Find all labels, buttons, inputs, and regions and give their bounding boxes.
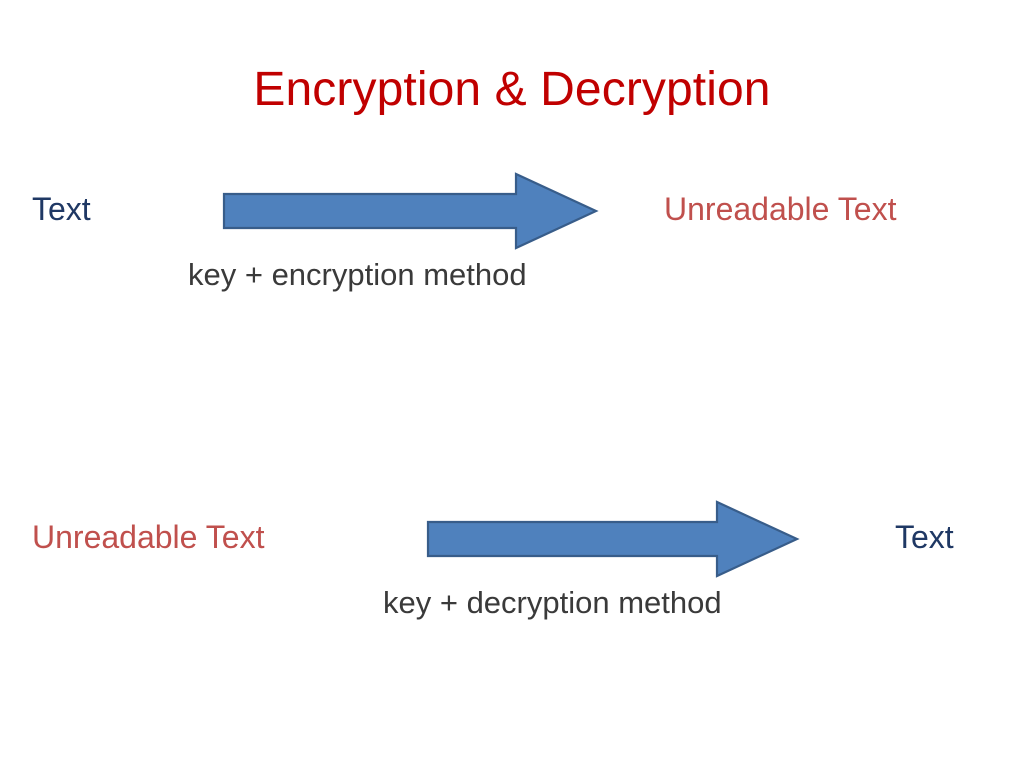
encryption-arrow bbox=[222, 172, 599, 250]
decryption-arrow bbox=[426, 500, 800, 578]
decryption-arrow-caption: key + decryption method bbox=[383, 585, 722, 620]
right-block-arrow-icon bbox=[426, 500, 800, 578]
encryption-source-label: Text bbox=[32, 191, 91, 227]
flow-row-decryption: Unreadable Text Text key + decryption me… bbox=[0, 500, 1024, 620]
flow-row-encryption: Text Unreadable Text key + encryption me… bbox=[0, 172, 1024, 292]
page-title: Encryption & Decryption bbox=[253, 63, 771, 116]
decryption-source-label: Unreadable Text bbox=[32, 519, 265, 555]
encryption-target-label: Unreadable Text bbox=[664, 191, 897, 227]
encryption-arrow-caption: key + encryption method bbox=[188, 257, 527, 292]
decryption-target-label: Text bbox=[895, 519, 954, 555]
right-block-arrow-icon bbox=[222, 172, 599, 250]
